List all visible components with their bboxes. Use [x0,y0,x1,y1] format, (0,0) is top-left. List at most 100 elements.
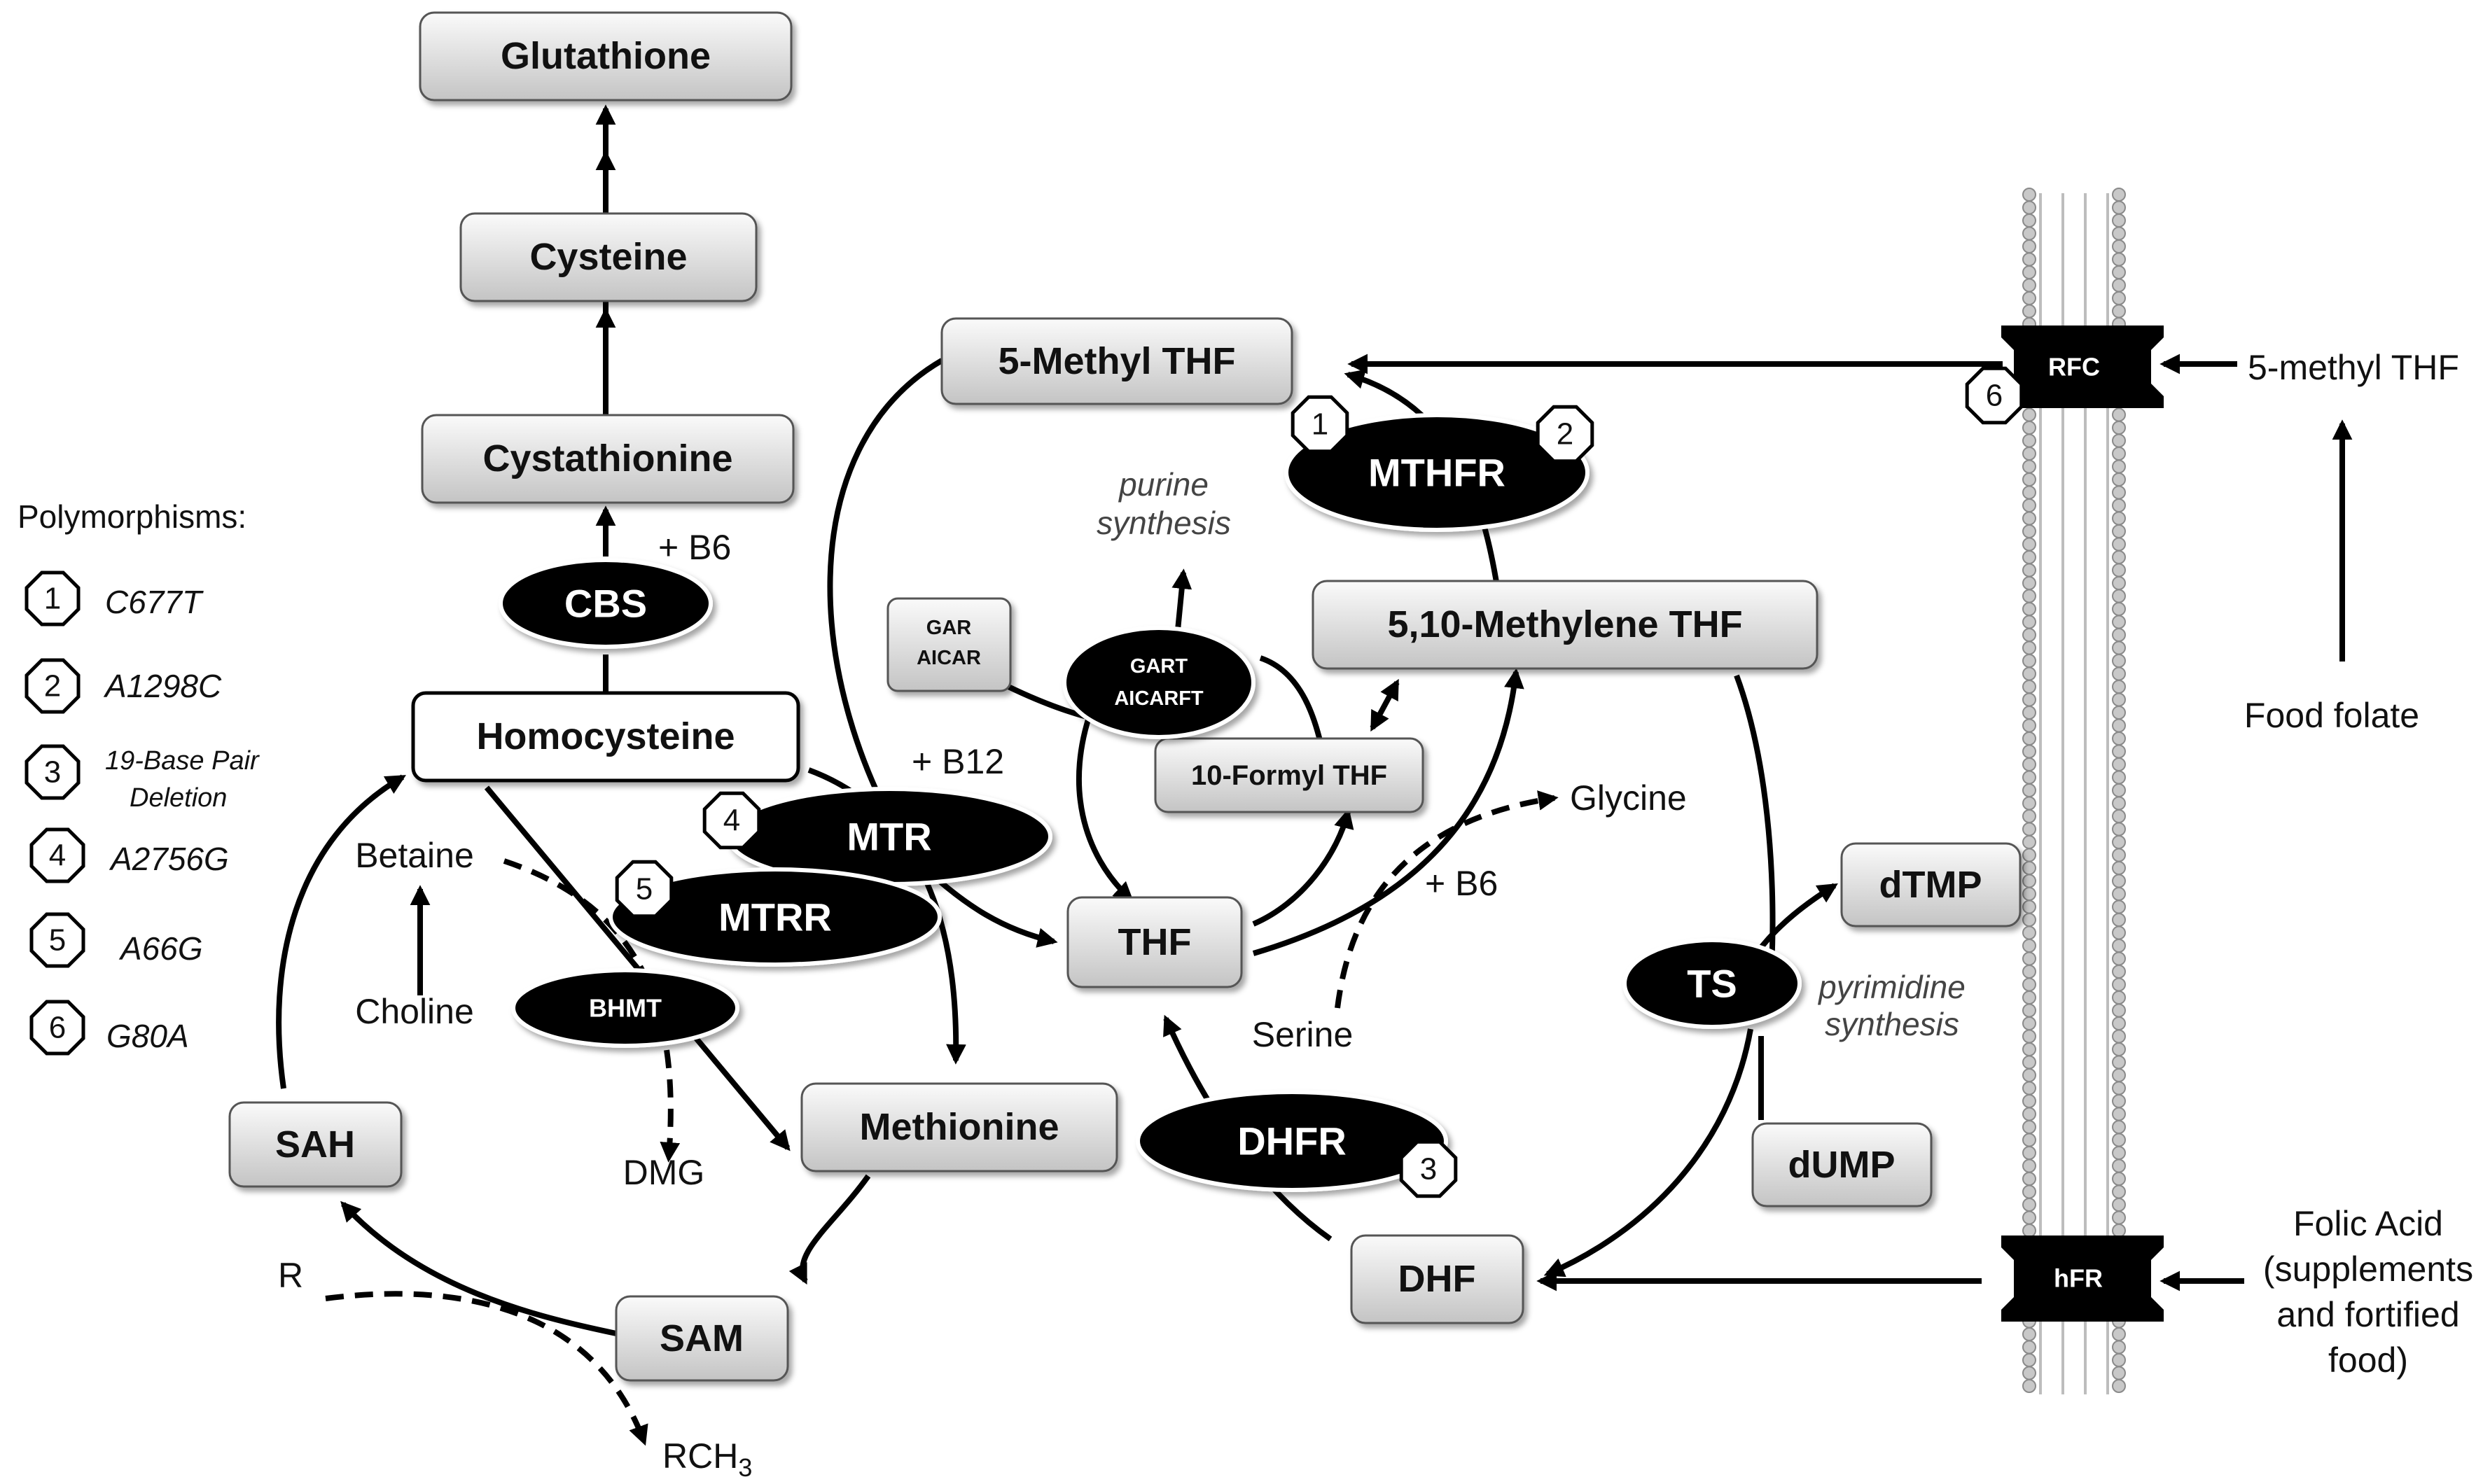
membrane-bead [2112,783,2126,797]
legend-item-6: 6 G80A [29,1000,189,1056]
legend-name-3-line1: 19-Base Pair [105,746,260,776]
membrane-bead [2112,1366,2126,1380]
rch3-label: RCH3 [662,1436,752,1482]
ts-enzyme: TS [1622,938,1802,1029]
methylene-thf-box: 5,10-Methylene THF [1312,580,1818,670]
membrane-bead [2112,214,2126,227]
membrane-bead [2022,1029,2036,1044]
mthfr-marker-1: 1 [1291,395,1349,454]
membrane-bead [2022,265,2036,279]
membrane-bead [2112,951,2126,966]
aicar-label: AICAR [917,647,981,669]
membrane-bead [2112,407,2126,422]
membrane-lipid-beads [2022,188,2126,1393]
membrane-bead [2022,692,2036,707]
membrane-bead [2022,1055,2036,1070]
methylene-thf-label: 5,10-Methylene THF [1387,603,1742,645]
dump-label: dUMP [1788,1144,1896,1186]
legend-item-5: 5 A66G [29,912,203,968]
methionine-box: Methionine [800,1082,1118,1172]
membrane-bead [2022,1340,2036,1354]
membrane-bead [2022,732,2036,746]
methyl-thf-label: 5-Methyl THF [998,340,1235,382]
membrane-bead [2112,770,2126,785]
sam-box: SAM [615,1295,789,1382]
membrane-bead [2022,1224,2036,1238]
aicarft-label: AICARFT [1114,687,1204,710]
thf-label: THF [1118,921,1192,963]
membrane-bead [2112,1029,2126,1044]
membrane-bead [2112,602,2126,616]
extracellular-labels: 5-methyl THF Food folate Folic Acid (sup… [2244,348,2473,1380]
membrane-bead [2112,1172,2126,1186]
mthfr-enzyme: MTHFR [1284,413,1590,532]
membrane-bead [2112,654,2126,668]
methyl-thf-input-label: 5-methyl THF [2248,348,2459,387]
membrane-bead [2022,640,2036,655]
membrane-bead [2112,1055,2126,1070]
membrane-bead [2112,1146,2126,1160]
mtr-enzyme: MTR [726,787,1052,886]
membrane-bead [2022,965,2036,979]
membrane-bead [2022,1210,2036,1225]
membrane-bead [2022,421,2036,435]
membrane-bead [2022,1198,2036,1212]
mthfr-marker-1-number: 1 [1312,407,1328,442]
b6-cbs-label: + B6 [658,528,731,567]
mtr-label: MTR [847,815,931,859]
membrane-bead [2112,524,2126,538]
membrane-bead [2112,640,2126,655]
membrane-bead [2112,874,2126,888]
membrane-bead [2022,744,2036,759]
membrane-bead [2022,796,2036,811]
membrane-bead [2112,447,2126,461]
membrane-bead [2112,1120,2126,1134]
membrane-bead [2022,550,2036,564]
membrane-bead [2022,951,2036,966]
membrane-bead [2112,265,2126,279]
rfc-transporter: RFC [2001,326,2164,408]
membrane-bead [2022,1133,2036,1147]
glutathione-box: Glutathione [419,11,793,102]
pyrimidine-synthesis-line2: synthesis [1825,1006,1959,1042]
membrane-bead [2022,899,2036,914]
purine-synthesis-line1: purine [1118,466,1209,503]
membrane-bead [2022,1003,2036,1018]
dhf-label: DHF [1398,1258,1476,1300]
membrane-bead [2022,706,2036,720]
legend-name-2: A1298C [103,668,222,704]
methyl-thf-box: 5-Methyl THF [940,317,1293,405]
small-molecule-labels: Betaine Choline DMG Glycine Serine R RCH… [278,778,1687,1482]
membrane-bead [2022,822,2036,836]
cysteine-label: Cysteine [529,236,687,278]
dmg-label: DMG [623,1153,705,1192]
membrane-bead [2022,654,2036,668]
dtmp-box: dTMP [1840,842,2022,927]
sah-box: SAH [228,1101,403,1188]
dhfr-label: DHFR [1237,1119,1347,1163]
membrane-bead [2022,1016,2036,1030]
membrane-bead [2022,239,2036,253]
membrane-bead [2022,1068,2036,1082]
glycine-label: Glycine [1570,778,1687,818]
membrane-bead [2112,537,2126,552]
food-folate-label: Food folate [2244,696,2419,735]
membrane-bead [2022,861,2036,875]
membrane-bead [2112,589,2126,603]
membrane-bead [2022,925,2036,940]
glutathione-label: Glutathione [501,35,711,77]
membrane-bead [2112,291,2126,305]
dhfr-marker-3-number: 3 [1420,1152,1437,1186]
dump-box: dUMP [1751,1122,1933,1208]
membrane-bead [2112,848,2126,862]
formyl-thf-label: 10-Formyl THF [1191,760,1387,791]
choline-label: Choline [355,992,474,1031]
legend-num-3: 3 [44,755,61,790]
membrane-bead [2022,407,2036,422]
membrane-bead [2112,990,2126,1004]
legend-name-4: A2756G [109,841,229,877]
polymorphism-markers: 1 2 3 4 5 6 [615,366,2024,1198]
membrane-bead [2112,692,2126,707]
membrane-bead [2112,1379,2126,1393]
membrane-bead [2022,615,2036,629]
